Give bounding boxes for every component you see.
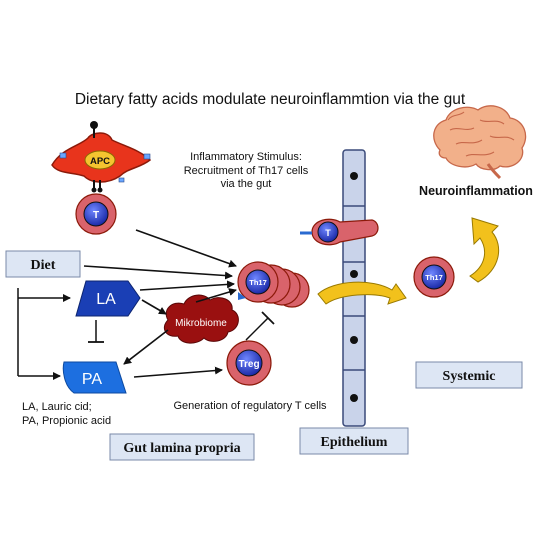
th17-cell-cluster: Th17 [237,261,310,308]
treg-inhibits-th17 [245,311,275,341]
la-shape: LA [75,280,141,317]
stimulus-line-2: Recruitment of Th17 cells [184,165,309,177]
systemic-label: Systemic [443,369,496,384]
microbiome-cloud: Mikrobiome [163,294,239,344]
apc-label: APC [90,156,110,167]
pa-shape: PA [62,361,127,394]
gut-lamina-propria-label: Gut lamina propria [123,441,240,456]
stimulus-line-1: Inflammatory Stimulus: [190,151,302,163]
stimulus-line-3: via the gut [221,178,272,190]
t-cell-migrating: T [300,218,379,246]
arrow-la-to-th17 [139,280,235,291]
arrow-microbiome-to-th17 [195,288,237,303]
microbiome-label: Mikrobiome [175,318,227,329]
arrow-pa-to-treg [133,366,223,378]
treg-cell: Treg [226,340,272,386]
t-cell-migrating-label: T [325,228,331,238]
treg-label: Treg [238,359,259,370]
diet-box: Diet [5,250,81,278]
legend-line-1: LA, Lauric cid; [22,401,92,413]
la-inhibits-pa [88,320,104,343]
pa-label: PA [82,371,102,388]
diagram-title: Dietary fatty acids modulate neuroinflam… [75,91,466,108]
t-cell: T [75,193,117,235]
la-label: LA [96,291,116,308]
brain-illustration [433,105,527,180]
diet-label: Diet [31,258,56,273]
arrow-microbiome-to-pa [123,329,169,365]
apc-nucleus [84,150,116,170]
treg-generation-label: Generation of regulatory T cells [173,400,327,412]
diet-branch-arrows [17,288,71,380]
epithelium-box: Epithelium [299,427,409,455]
arrow-diet-to-th17 [83,265,233,280]
arrow-la-to-microbiome [141,299,167,315]
t-cell-label: T [93,210,99,221]
systemic-box: Systemic [415,361,523,389]
yellow-arrow-to-brain [469,217,500,283]
arrow-t-cell-to-th17 [135,229,237,268]
gut-lamina-propria-box: Gut lamina propria [109,433,255,461]
legend-line-2: PA, Propionic acid [22,415,111,427]
th17-cluster-label: Th17 [249,278,267,287]
epithelium-label: Epithelium [321,435,388,450]
apc-cell: APC [51,121,152,193]
th17-systemic-cell: Th17 [413,256,455,298]
th17-systemic-label: Th17 [425,273,443,282]
neuroinflammation-label: Neuroinflammation [419,184,533,198]
yellow-arrow-across-epithelium [317,281,407,305]
